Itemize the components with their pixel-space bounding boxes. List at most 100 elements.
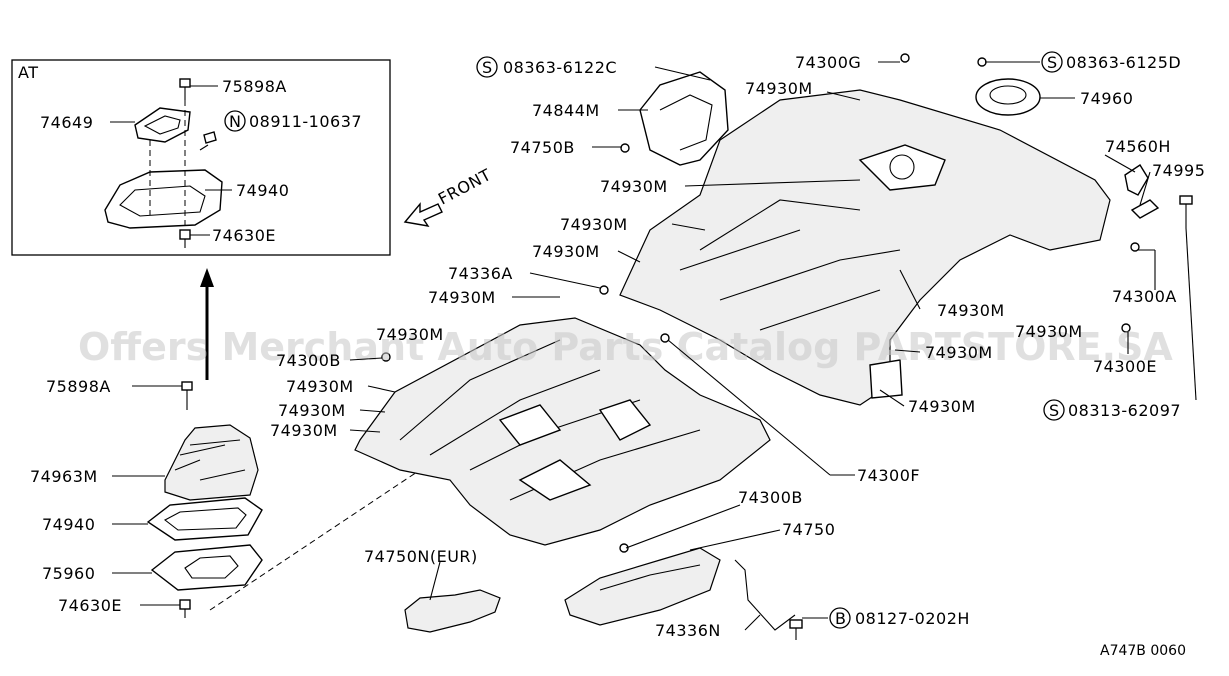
leader [671, 223, 706, 231]
label-74930M-a[interactable]: 74930M [745, 79, 813, 98]
part-74995-clip[interactable] [1130, 199, 1160, 219]
leader [1104, 154, 1136, 173]
label-75898A-b[interactable]: 75898A [46, 377, 111, 396]
clip-74750B[interactable] [620, 143, 630, 153]
clip-74300E[interactable] [1121, 323, 1131, 333]
s-symbol-letter: S [1047, 53, 1058, 72]
front-label: FRONT [435, 165, 494, 209]
clip-74300B-b[interactable] [619, 543, 629, 553]
clip-74300A[interactable] [1130, 242, 1140, 252]
leader [894, 349, 921, 353]
s-symbol [476, 56, 498, 78]
label-74336A[interactable]: 74336A [448, 264, 513, 283]
label-74930M-k[interactable]: 74930M [1015, 322, 1083, 341]
label-08127-0202H[interactable]: 08127-0202H [855, 609, 970, 628]
part-bolt-74630E[interactable] [179, 599, 191, 618]
leader [899, 269, 921, 310]
label-75960[interactable]: 75960 [42, 564, 95, 583]
inset-bolt-75898A[interactable] [179, 78, 191, 100]
leader [529, 272, 601, 289]
n-symbol-letter: N [229, 112, 241, 131]
part-75960-plate[interactable] [150, 544, 263, 591]
watermark: Offers Merchant Auto Parts Catalog PARTS… [78, 325, 1173, 369]
inset-74649-bracket[interactable] [134, 107, 191, 143]
label-74930M-c[interactable]: 74930M [560, 215, 628, 234]
b-symbol-letter: B [835, 609, 846, 628]
part-74750N-undercover[interactable] [404, 589, 501, 633]
label-74300A[interactable]: 74300A [1112, 287, 1177, 306]
part-rear-floor-insulator[interactable] [619, 89, 1111, 406]
label-74300B-b[interactable]: 74300B [738, 488, 803, 507]
label-74844M[interactable]: 74844M [532, 101, 600, 120]
part-bolt-75898A[interactable] [181, 381, 193, 410]
label-74750[interactable]: 74750 [782, 520, 835, 539]
part-74940-gasket[interactable] [146, 497, 263, 541]
screw-08363-6125D[interactable] [977, 57, 987, 67]
part-74750-undercover[interactable] [564, 547, 721, 626]
label-74930M-g[interactable]: 74930M [286, 377, 354, 396]
leader [349, 429, 381, 433]
leader [667, 339, 831, 476]
leader [359, 409, 386, 413]
label-74940-b[interactable]: 74940 [42, 515, 95, 534]
label-74930M-i[interactable]: 74930M [270, 421, 338, 440]
label-74649[interactable]: 74649 [40, 113, 93, 132]
part-74560H-bracket[interactable] [1124, 164, 1149, 196]
label-74995[interactable]: 74995 [1152, 161, 1205, 180]
label-74750B[interactable]: 74750B [510, 138, 575, 157]
front-arrow-icon [403, 202, 443, 227]
label-74930M-f[interactable]: 74930M [376, 325, 444, 344]
leader [689, 529, 781, 551]
label-74300G[interactable]: 74300G [795, 53, 861, 72]
label-74930M-e[interactable]: 74930M [428, 288, 496, 307]
label-74630E[interactable]: 74630E [212, 226, 276, 245]
label-74930M-d[interactable]: 74930M [532, 242, 600, 261]
part-front-floor-insulator[interactable] [354, 317, 771, 546]
leader [349, 357, 383, 361]
label-08313-62097[interactable]: 08313-62097 [1068, 401, 1181, 420]
label-74750N-EUR[interactable]: 74750N(EUR) [364, 547, 478, 566]
clip-74336A[interactable] [599, 285, 609, 295]
label-74560H[interactable]: 74560H [1105, 137, 1171, 156]
label-75898A[interactable]: 75898A [222, 77, 287, 96]
label-74960[interactable]: 74960 [1080, 89, 1133, 108]
label-08363-6122C[interactable]: 08363-6122C [503, 58, 617, 77]
label-74940[interactable]: 74940 [236, 181, 289, 200]
leader [429, 561, 441, 601]
clip-74300B[interactable] [381, 352, 391, 362]
label-74930M-h[interactable]: 74930M [278, 401, 346, 420]
inset-bolt-74630E[interactable] [179, 229, 191, 248]
stack-dash [209, 469, 421, 611]
part-74844M-cover[interactable] [639, 71, 729, 166]
label-74300E[interactable]: 74300E [1093, 357, 1157, 376]
leader [1139, 171, 1151, 206]
figure-code: A747B 0060 [1100, 643, 1186, 659]
label-74336N[interactable]: 74336N [655, 621, 721, 640]
clip-74300F[interactable] [660, 333, 670, 343]
leader [744, 614, 761, 631]
label-74963M[interactable]: 74963M [30, 467, 98, 486]
label-74300B[interactable]: 74300B [276, 351, 341, 370]
label-74630E-b[interactable]: 74630E [58, 596, 122, 615]
inset-title: AT [18, 63, 38, 82]
label-74930M-m[interactable]: 74930M [908, 397, 976, 416]
part-bolt-08127[interactable] [789, 619, 803, 640]
inset-nut-08911[interactable] [199, 131, 217, 151]
b-symbol [829, 607, 851, 629]
part-bolt-08313[interactable] [1179, 195, 1193, 228]
label-74300F[interactable]: 74300F [857, 466, 920, 485]
label-08363-6125D[interactable]: 08363-6125D [1066, 53, 1181, 72]
label-74930M-b[interactable]: 74930M [600, 177, 668, 196]
part-74963M-boot[interactable] [164, 424, 259, 501]
label-74930M-l[interactable]: 74930M [925, 343, 993, 362]
label-74930M-j[interactable]: 74930M [937, 301, 1005, 320]
part-74960-cap[interactable] [975, 78, 1041, 116]
up-arrow-icon [200, 268, 214, 287]
label-08911-10637[interactable]: 08911-10637 [249, 112, 362, 131]
leader [879, 389, 905, 407]
leader [367, 385, 396, 393]
clip-74300G[interactable] [900, 53, 910, 63]
leader [617, 250, 641, 263]
part-74336N-rod[interactable] [734, 559, 796, 631]
inset-74940-pan[interactable] [104, 169, 223, 229]
